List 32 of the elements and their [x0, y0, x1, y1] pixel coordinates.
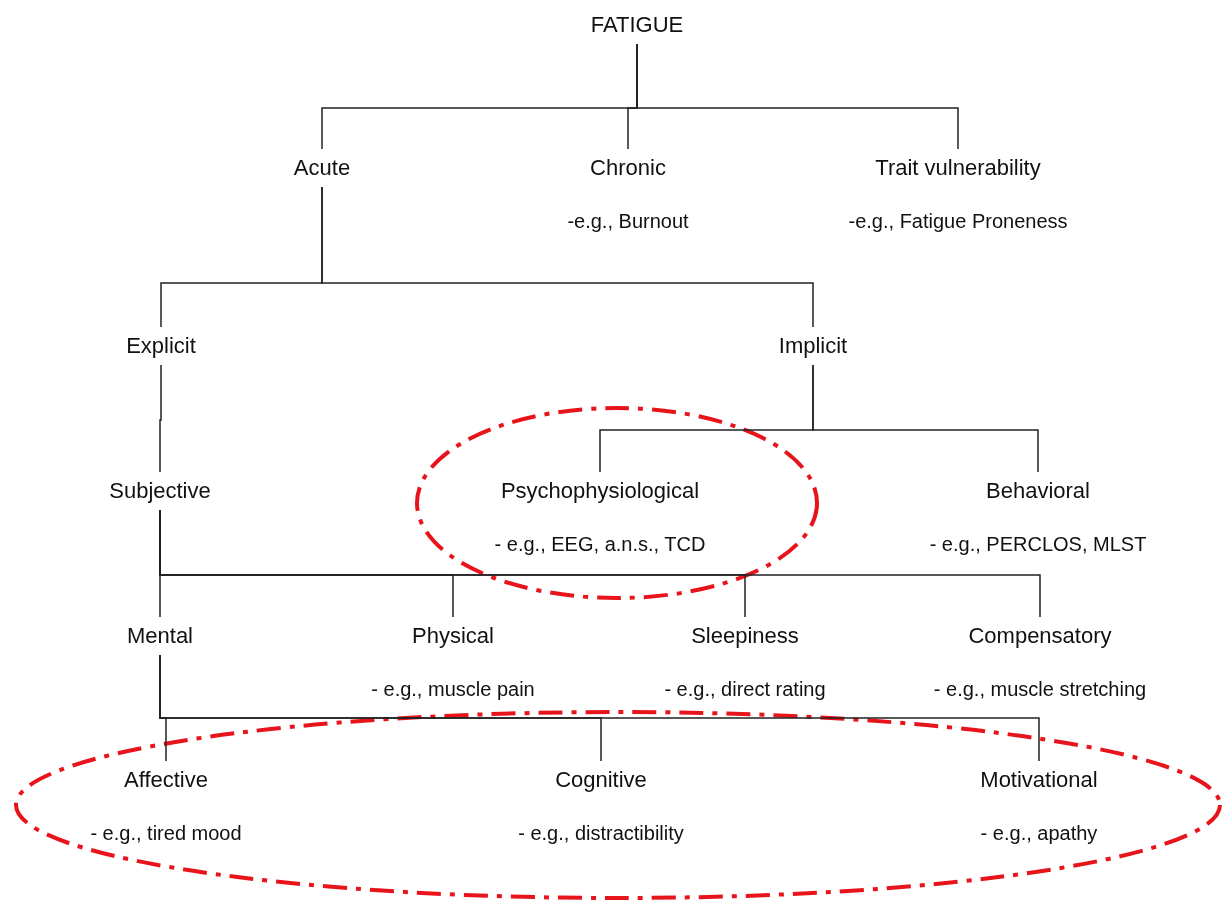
- category-label: Implicit: [778, 333, 848, 359]
- category-label: Motivational: [980, 767, 1098, 793]
- category-label: Affective: [123, 767, 209, 793]
- category-label: Compensatory: [967, 623, 1113, 649]
- category-label: Trait vulnerability: [874, 155, 1042, 181]
- example-text: - e.g., muscle stretching: [933, 677, 1147, 701]
- example-text: - e.g., apathy: [980, 821, 1098, 845]
- tree-connector: [159, 654, 1040, 762]
- example-text: - e.g., direct rating: [664, 677, 826, 701]
- example-text: - e.g., distractibility: [518, 821, 684, 845]
- tree-connector: [636, 43, 959, 150]
- category-label: Mental: [127, 623, 193, 649]
- example-text: - e.g., PERCLOS, MLST: [929, 532, 1147, 556]
- tree-connector: [159, 364, 162, 473]
- example-text: - e.g., muscle pain: [371, 677, 535, 701]
- category-label: Physical: [411, 623, 495, 649]
- example-text: -e.g., Burnout: [567, 209, 689, 233]
- category-label: Acute: [293, 155, 351, 181]
- category-label: Psychophysiological: [499, 478, 701, 504]
- tree-connector: [321, 186, 814, 328]
- tree-connector: [812, 364, 1039, 473]
- category-label: Chronic: [589, 155, 667, 181]
- example-text: -e.g., Fatigue Proneness: [848, 209, 1068, 233]
- category-label: Behavioral: [985, 478, 1091, 504]
- category-label: FATIGUE: [590, 12, 684, 38]
- category-label: Sleepiness: [690, 623, 800, 649]
- category-label: Cognitive: [554, 767, 648, 793]
- example-text: - e.g., tired mood: [90, 821, 242, 845]
- category-label: Explicit: [126, 333, 196, 359]
- category-label: Subjective: [109, 478, 211, 504]
- tree-connector: [159, 509, 1041, 618]
- example-text: - e.g., EEG, a.n.s., TCD: [494, 532, 706, 556]
